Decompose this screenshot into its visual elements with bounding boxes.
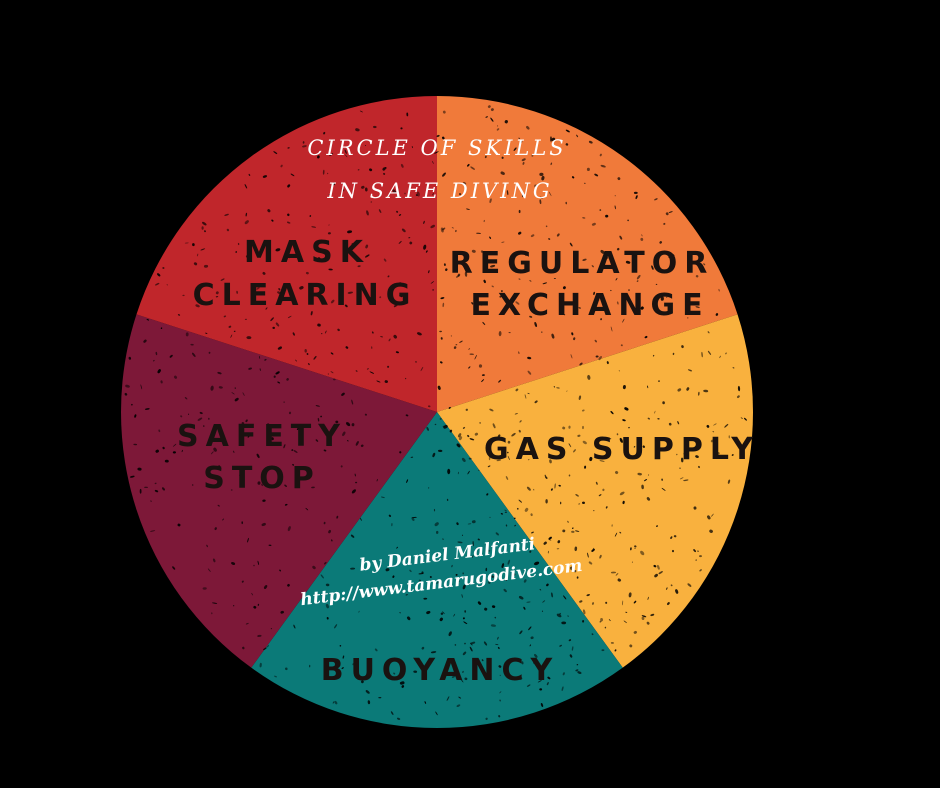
pie-segment-regulator-exchange — [437, 96, 738, 412]
segment-label-safety: SAFETY — [177, 419, 347, 454]
segment-label-regulator: REGULATOR — [450, 246, 715, 281]
pie-segment-gas-supply — [437, 314, 753, 668]
segment-label-stop: STOP — [203, 461, 321, 496]
segment-label-exchange: EXCHANGE — [470, 288, 709, 323]
segment-label-clearing: CLEARING — [193, 278, 418, 313]
segment-label-gas-supply: GAS SUPPLY — [484, 432, 760, 467]
segment-label-buoyancy: BUOYANCY — [321, 653, 560, 688]
pie-segment-buoyancy — [251, 412, 623, 729]
segment-label-mask: MASK — [244, 235, 370, 270]
pie-segment-safety-stop — [121, 314, 437, 668]
pie-segments — [121, 96, 753, 729]
grunge-texture — [124, 105, 747, 720]
diagram-title-line-2: IN SAFE DIVING — [326, 179, 552, 203]
pie-segment-mask-clearing — [136, 96, 437, 412]
diagram-title-line-1: CIRCLE OF SKILLS — [307, 136, 566, 160]
